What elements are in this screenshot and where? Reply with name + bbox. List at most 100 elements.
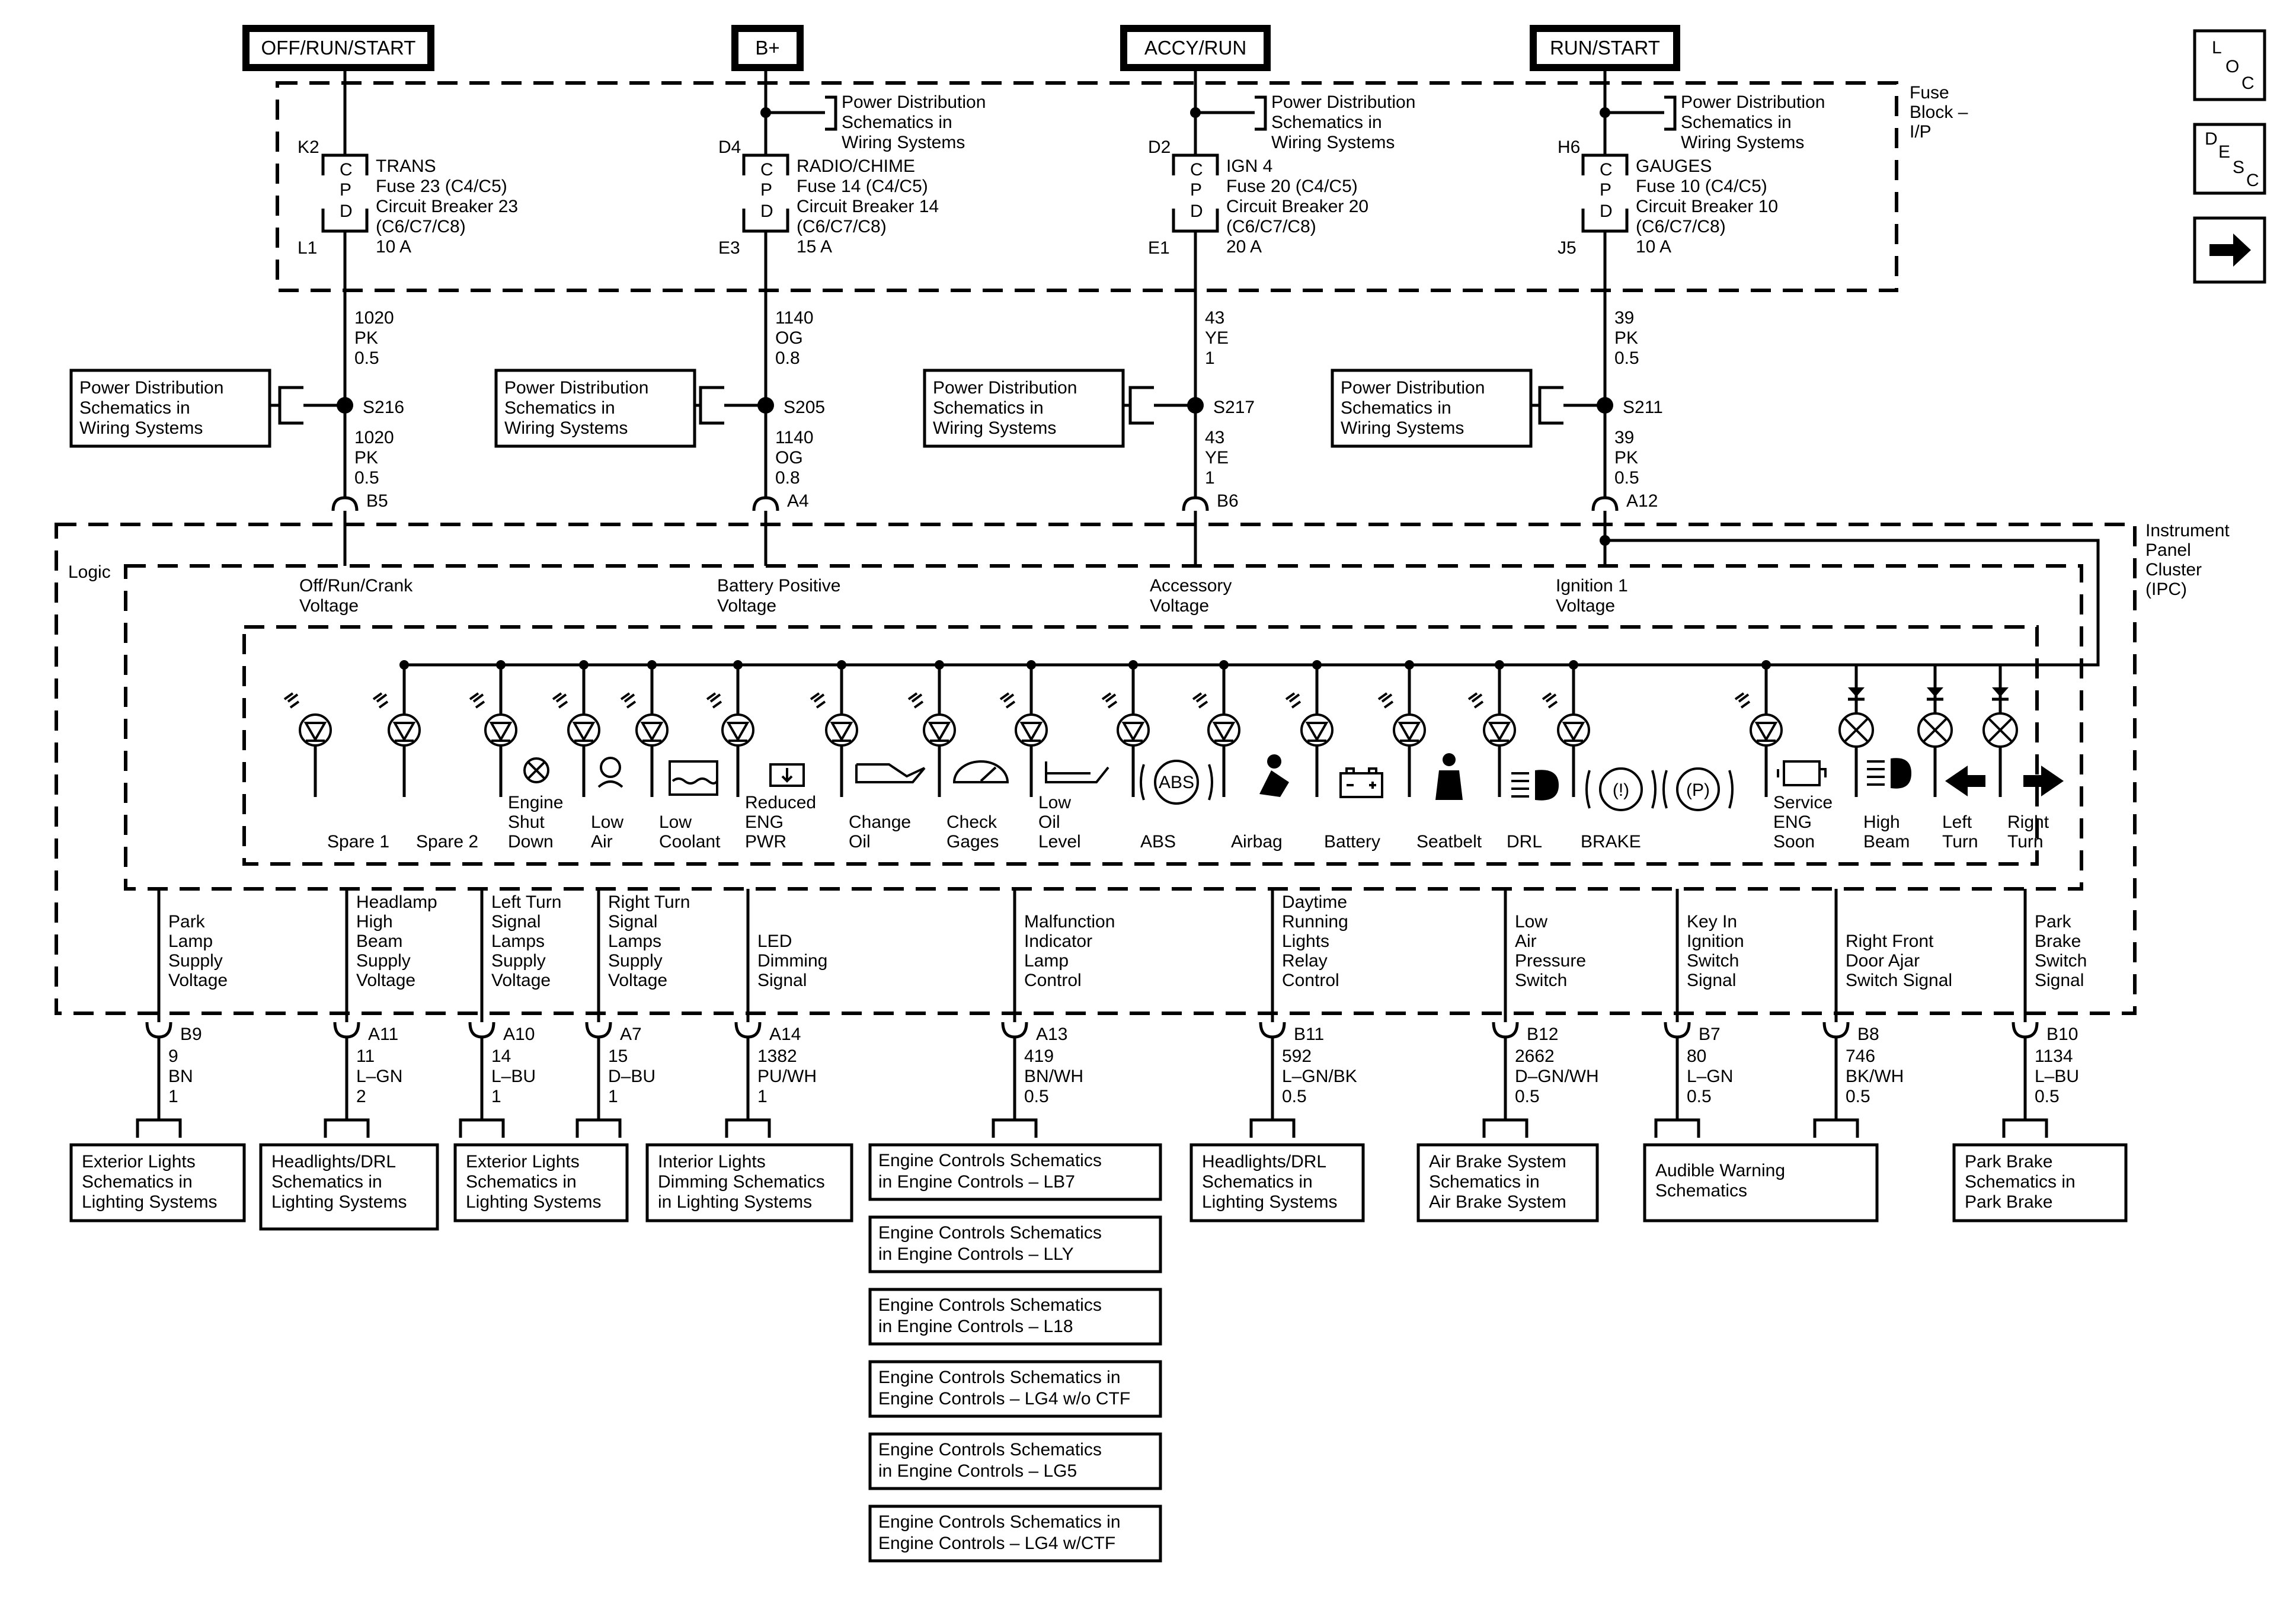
indicator-label: Down (508, 832, 554, 852)
destination-box[interactable] (1643, 1143, 1879, 1222)
destination-text: Exterior Lights (466, 1152, 580, 1172)
cpd-letter: P (1190, 180, 1202, 200)
power-distribution-ref: Schematics in (1681, 113, 1792, 132)
wire-spec: OG (775, 328, 803, 348)
engine-controls-box[interactable] (868, 1215, 1162, 1273)
output-signal-label: Pressure (1515, 951, 1586, 971)
power-distribution-box-text: Schematics in (933, 398, 1044, 418)
indicator-label: Airbag (1231, 832, 1283, 852)
destination-box[interactable] (1189, 1143, 1365, 1222)
destination-text: Headlights/DRL (271, 1152, 396, 1172)
reduced-power-icon (769, 763, 805, 787)
engine-controls-text: Engine Controls Schematics (878, 1223, 1102, 1243)
fuse-block-label-line: I/P (1910, 122, 1932, 142)
destination-box[interactable] (69, 1143, 246, 1222)
output-signal-label: Malfunction (1024, 912, 1115, 932)
output-signal-label: Park (168, 912, 206, 932)
cpd-letter: C (1190, 160, 1203, 180)
output-signal-label: Daytime (1282, 892, 1347, 912)
indicator: DRL (1467, 660, 1542, 852)
destination-text: Air Brake System (1429, 1192, 1566, 1212)
power-distribution-box-text: Power Distribution (504, 378, 648, 398)
wire-spec: 0.5 (1614, 468, 1639, 488)
engine-controls-text: Engine Controls – LG4 w/o CTF (878, 1389, 1130, 1409)
destination-box[interactable] (1952, 1143, 2128, 1222)
indicator-icons: ABS(!)(P) (523, 753, 2064, 811)
wire-spec: 0.5 (354, 468, 379, 488)
brake-icon-text: (!) (1613, 780, 1629, 800)
power-distribution-box-text: Schematics in (1341, 398, 1451, 418)
indicator-label: Coolant (659, 832, 721, 852)
source-label: RUN/START (1550, 37, 1660, 59)
voltage-label: Voltage (299, 596, 359, 616)
right-arrow-icon (2209, 233, 2251, 267)
engine-controls-box[interactable] (868, 1432, 1162, 1490)
cpd-letter: P (760, 180, 772, 200)
power-distribution-ref: Wiring Systems (1681, 133, 1804, 152)
indicator: Seatbelt (1377, 660, 1482, 852)
output-signal-label: Control (1024, 971, 1082, 990)
fuse-info: Fuse 20 (C4/C5) (1226, 177, 1358, 196)
wire-spec: L–BU (2035, 1067, 2079, 1086)
output-signal-label: Running (1282, 912, 1348, 932)
indicator-label: Left (1942, 812, 1972, 832)
source-label: B+ (755, 37, 779, 59)
fuse-info: Fuse 14 (C4/C5) (797, 177, 928, 196)
destination-box[interactable] (1416, 1143, 1599, 1222)
ipc-label-line: Panel (2145, 540, 2191, 560)
power-distribution-box-text: Wiring Systems (504, 418, 628, 438)
cpd-letter: C (340, 160, 353, 180)
loc-button[interactable]: L O C (2193, 29, 2266, 101)
destination-text: Schematics (1655, 1181, 1747, 1201)
splice-label: S216 (363, 398, 404, 417)
engine-controls-box[interactable] (868, 1360, 1162, 1418)
power-distribution-box (69, 369, 271, 448)
desc-button[interactable]: D E S C (2193, 123, 2266, 195)
wire-spec: 2662 (1515, 1046, 1555, 1066)
indicator-label: DRL (1507, 832, 1542, 852)
destination-text: Schematics in (271, 1172, 382, 1192)
indicator-label: Soon (1773, 832, 1815, 852)
source-label: ACCY/RUN (1144, 37, 1246, 59)
connector-label: B12 (1527, 1025, 1558, 1044)
power-distribution-box-text: Schematics in (504, 398, 615, 418)
power-distribution-ref: Wiring Systems (842, 133, 965, 152)
engine-controls-box[interactable] (868, 1505, 1162, 1563)
wire-spec: 419 (1024, 1046, 1054, 1066)
destination-box[interactable] (259, 1143, 439, 1231)
engine-controls-box[interactable] (868, 1143, 1162, 1201)
cpd-letter: D (340, 201, 353, 221)
fuse-info: Circuit Breaker 14 (797, 197, 939, 216)
right-arrow-icon (2023, 766, 2064, 796)
indicator: Battery (1285, 660, 1380, 852)
wire-spec: 0.5 (1282, 1087, 1307, 1106)
voltage-label: Off/Run/Crank (299, 576, 413, 596)
power-distribution-box (1331, 369, 1533, 448)
indicator-label: Spare 2 (416, 832, 478, 852)
voltage-label: Battery Positive (717, 576, 840, 596)
output-signal-label: Door Ajar (1846, 951, 1920, 971)
indicator-label: Gages (946, 832, 999, 852)
drl-icon (1535, 770, 1559, 801)
connector-label: B9 (180, 1025, 202, 1044)
destination-box[interactable] (645, 1143, 853, 1222)
power-distribution-box-text: Power Distribution (933, 378, 1077, 398)
output-signal-label: Headlamp (356, 892, 437, 912)
indicator-label: Right (2007, 812, 2049, 832)
destination-box[interactable] (453, 1143, 629, 1222)
engine-controls-box[interactable] (868, 1288, 1162, 1346)
splice-label: S205 (784, 398, 825, 417)
engine-icon (1783, 760, 1821, 786)
ipc-label-line: Instrument (2145, 521, 2230, 540)
output-signal-label: Voltage (168, 971, 228, 990)
wire-spec: D–GN/WH (1515, 1067, 1599, 1086)
next-button[interactable] (2193, 216, 2266, 284)
